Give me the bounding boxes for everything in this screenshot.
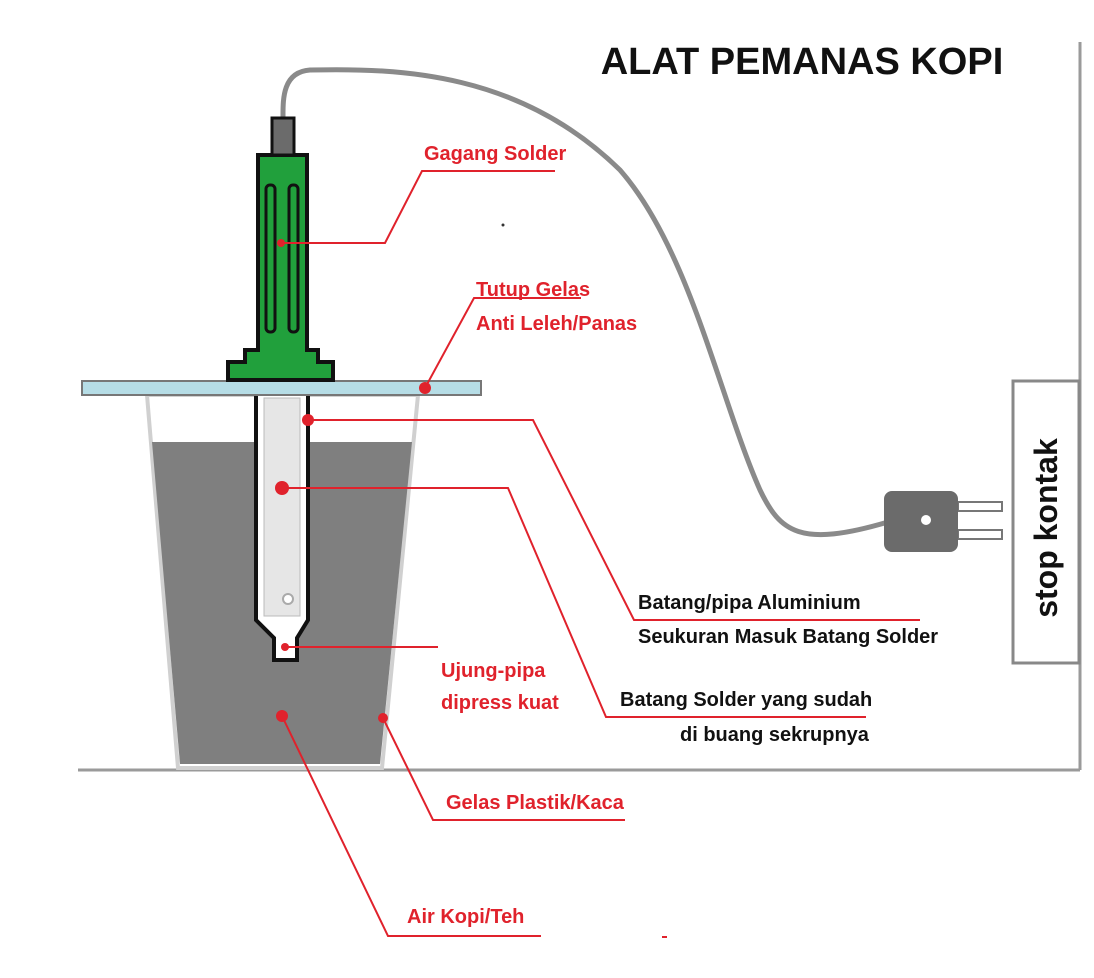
label-liquid: Air Kopi/Teh [407,906,524,928]
diagram-title: ALAT PEMANAS KOPI [601,41,1004,83]
leader-glass [382,717,625,821]
label-tip-line1: Ujung-pipa [441,660,546,682]
label-lid-line2: Anti Leleh/Panas [476,313,637,335]
label-tip-line2: dipress kuat [441,692,559,714]
label-glass: Gelas Plastik/Kaca [446,792,625,814]
socket-label: stop kontak [1028,438,1064,618]
dot-tip [281,643,289,651]
dot-lid [419,382,431,394]
handle-body [226,153,335,382]
dot-glass [378,713,388,723]
label-pipe-line2: Seukuran Masuk Batang Solder [638,626,938,648]
leader-handle [281,170,555,244]
plug-hole [921,515,931,525]
dot-pipe [302,414,314,426]
label-pipe-line1: Batang/pipa Aluminium [638,592,861,614]
plug-prong-top [957,501,1003,512]
dot-rod [275,481,289,495]
socket-box [1011,379,1081,665]
plug-prong-bottom [957,529,1003,540]
handle-cap [270,116,296,157]
leader-dots [275,239,431,723]
power-cable [280,67,891,538]
label-rod-line1: Batang Solder yang sudah [620,689,872,711]
rod-screw-hole [282,593,294,605]
stray-dot [501,223,505,227]
leader-pipe [308,419,920,621]
dot-liquid [276,710,288,722]
solder-rod [263,397,301,617]
solder-handle [226,116,335,382]
plug [884,491,1003,552]
leader-liquid [281,715,541,937]
handle-grip-right [287,183,300,334]
dot-handle [277,239,285,247]
label-handle: Gagang Solder [424,143,566,165]
label-lid-line1: Tutup Gelas [476,279,590,301]
label-rod-line2: di buang sekrupnya [680,724,870,746]
plug-body [884,491,958,552]
leader-lines [281,170,920,937]
leader-lid [424,297,581,389]
leader-rod [282,487,866,718]
handle-grip-left [264,183,277,334]
stray-mark [662,936,667,938]
